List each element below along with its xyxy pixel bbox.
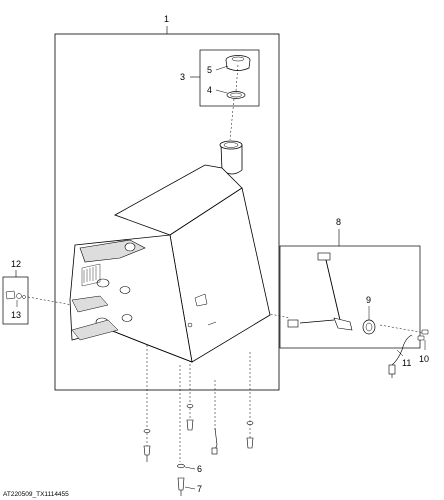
- sender-gasket: [362, 319, 376, 335]
- fuel-cap: [225, 55, 251, 71]
- cap-gasket: [226, 91, 246, 99]
- reference-code: AT220509_TX1114455: [3, 491, 69, 498]
- sender-harness: [388, 334, 413, 378]
- callout-4: 4: [207, 85, 212, 95]
- sender-screws: [417, 329, 429, 341]
- callout-10: 10: [419, 354, 429, 364]
- callout-1: 1: [164, 14, 169, 24]
- callout-9: 9: [366, 295, 371, 305]
- main-frame: 1: [54, 14, 280, 391]
- callout-8: 8: [336, 217, 341, 227]
- callout-13: 13: [11, 310, 21, 320]
- drain-fitting: [5, 290, 26, 300]
- callout-5: 5: [207, 65, 212, 75]
- callout-11: 11: [402, 358, 411, 368]
- fuel-cap-detail: 3 5 4: [180, 49, 260, 107]
- callout-7: 7: [197, 484, 202, 494]
- callout-6: 6: [197, 464, 202, 474]
- fuel-tank: [69, 140, 271, 363]
- callout-12: 12: [11, 259, 21, 269]
- fuel-level-rod: [287, 252, 353, 331]
- callout-3: 3: [180, 72, 185, 82]
- drain-fitting-detail: 12 13: [2, 259, 29, 325]
- vent-grille: [81, 263, 101, 287]
- fuel-sender-detail: 8 9 10 11: [279, 217, 429, 378]
- mounting-hardware: [143, 404, 254, 496]
